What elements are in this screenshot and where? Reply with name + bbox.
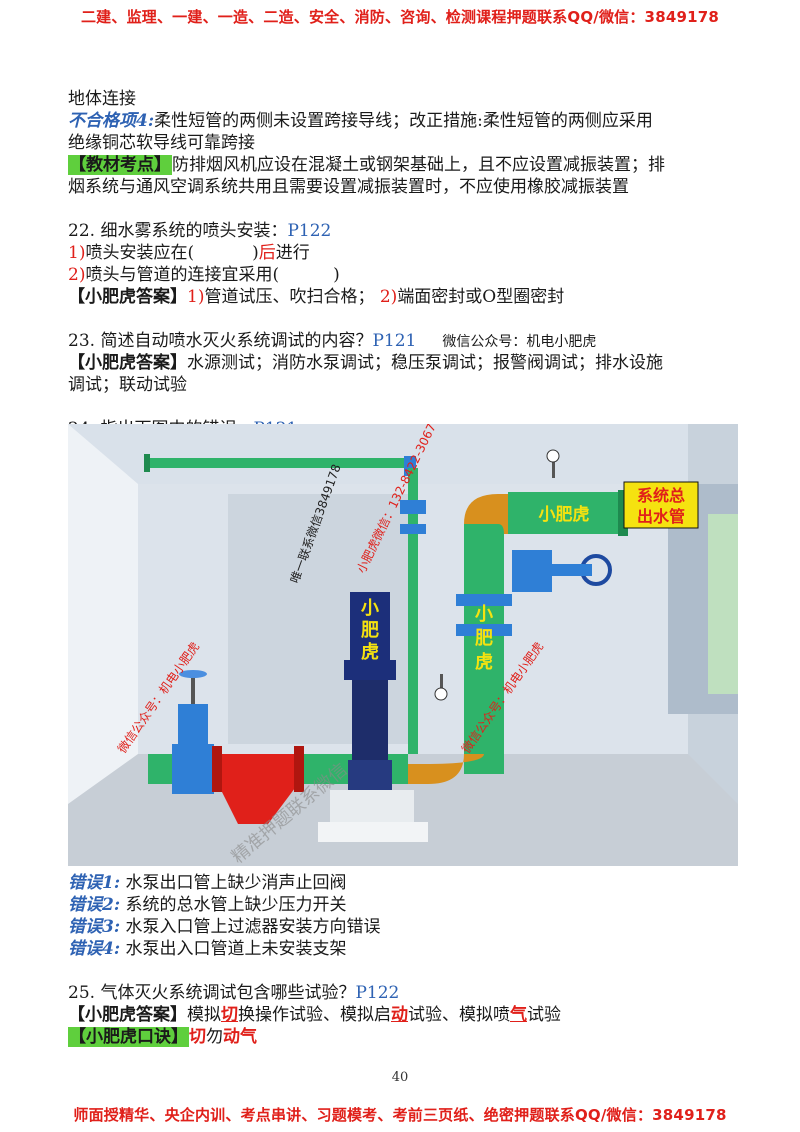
pump-label-2: 肥: [360, 620, 379, 641]
q23-answer-tag: 【小肥虎答案】: [68, 353, 187, 373]
pump-label-1: 小: [361, 598, 379, 619]
q25-title: 25. 气体灭火系统调试包含哪些试验？P122: [68, 982, 740, 1004]
textbook-line: 【教材考点】防排烟风机应设在混凝土或钢架基础上，且不应设置减振装置；排: [68, 154, 740, 176]
q23-answer: 【小肥虎答案】水源测试；消防水泵调试；稳压泵调试；报警阀调试；排水设施: [68, 352, 740, 374]
q25-answer-tag: 【小肥虎答案】: [68, 1005, 187, 1025]
page-number: 40: [391, 1070, 409, 1085]
q22-answer: 【小肥虎答案】1)管道试压、吹扫合格； 2)端面密封或O型圈密封: [68, 286, 740, 308]
error-4-label: 错误4:: [68, 939, 121, 959]
pump-label-3: 虎: [361, 641, 379, 663]
textbook-line2: 烟系统与通风空调系统共用且需要设置减振装置时，不应使用橡胶减振装置: [68, 177, 629, 197]
q22-title-text: 细水雾系统的喷头安装：: [100, 221, 288, 241]
error-3-text: 水泵入口管上过滤器安装方向错误: [125, 917, 381, 937]
item4-label: 不合格项4:: [68, 111, 155, 131]
mnemonic-2: 勿: [206, 1027, 223, 1047]
callout-line1: 系统总: [637, 486, 685, 505]
error-2: 错误2: 系统的总水管上缺少压力开关: [68, 894, 740, 916]
error-2-text: 系统的总水管上缺少压力开关: [125, 895, 347, 915]
q22-sub1-num: 1): [68, 243, 86, 263]
q25-key-1: 切: [221, 1005, 238, 1025]
q22-sub1-red: 后: [258, 243, 276, 263]
error-1: 错误1: 水泵出口管上缺少消声止回阀: [68, 872, 740, 894]
q25-key-2: 动: [391, 1005, 408, 1025]
q22-title: 22. 细水雾系统的喷头安装：P122: [68, 220, 740, 242]
q22-answer-tag: 【小肥虎答案】: [68, 287, 187, 307]
q22-ans1-num: 1): [187, 287, 205, 307]
error-4-text: 水泵出入口管道上未安装支架: [125, 939, 347, 959]
error-3-label: 错误3:: [68, 917, 121, 937]
q22-sub1-a: 喷头安装应在(: [85, 243, 195, 263]
q23-title: 23. 简述自动喷水灭火系统调试的内容？P121 微信公众号：机电小肥虎: [68, 330, 740, 352]
error-2-label: 错误2:: [68, 895, 121, 915]
q22-ans2-text: 端面密封或O型圈密封: [397, 287, 565, 307]
q22-sub2-num: 2): [68, 265, 86, 285]
q25-page-ref: P122: [355, 983, 400, 1003]
q25-title-text: 气体灭火系统调试包含哪些试验？: [100, 983, 356, 1003]
header-label: 小肥虎: [539, 505, 590, 525]
q23-wechat: 微信公众号：机电小肥虎: [442, 334, 597, 350]
q23-page-ref: P121: [372, 331, 417, 351]
q22-sub2-a: 喷头与管道的连接宜采用(: [85, 265, 280, 285]
bottom-banner: 师面授精华、央企内训、考点串讲、习题模考、考前三页纸、绝密押题联系QQ/微信：3…: [73, 1106, 727, 1124]
q25-answer-part2: 换操作试验、模拟启: [238, 1005, 391, 1025]
item4-line: 不合格项4:柔性短管的两侧未设置跨接导线；改正措施:柔性短管的两侧应采用: [68, 110, 740, 132]
q22-sub2: 2)喷头与管道的连接宜采用(): [68, 264, 740, 286]
q22-ans2-num: 2): [379, 287, 398, 307]
textbook-text: 防排烟风机应设在混凝土或钢架基础上，且不应设置减振装置；排: [172, 155, 665, 175]
q25-answer-part3: 试验、模拟喷: [408, 1005, 510, 1025]
riser-label-1: 小: [475, 604, 493, 625]
mnemonic-1: 切: [189, 1027, 206, 1047]
q23-title-text: 简述自动喷水灭火系统调试的内容？: [100, 331, 373, 351]
textbook-tag: 【教材考点】: [68, 155, 172, 175]
q25-mnemonic-tag: 【小肥虎口诀】: [68, 1027, 189, 1047]
q23-answer-line1: 水源测试；消防水泵调试；稳压泵调试；报警阀调试；排水设施: [187, 353, 663, 373]
q22-sub1-rest: 进行: [275, 243, 310, 263]
q25-answer: 【小肥虎答案】模拟切换操作试验、模拟启动试验、模拟喷气试验: [68, 1004, 740, 1026]
q24-errors: 错误1: 水泵出口管上缺少消声止回阀 错误2: 系统的总水管上缺少压力开关 错误…: [68, 872, 740, 1048]
error-3: 错误3: 水泵入口管上过滤器安装方向错误: [68, 916, 740, 938]
page-content: 地体连接 不合格项4:柔性短管的两侧未设置跨接导线；改正措施:柔性短管的两侧应采…: [68, 88, 740, 440]
q25-answer-part4: 试验: [527, 1005, 561, 1025]
q25-mnemonic: 【小肥虎口诀】切勿动气: [68, 1026, 740, 1048]
q23-number: 23.: [68, 331, 96, 351]
item4-line2: 绝缘铜芯软导线可靠跨接: [68, 133, 255, 153]
q25-key-3: 气: [510, 1005, 527, 1025]
q25-answer-part1: 模拟: [187, 1005, 221, 1025]
error-4: 错误4: 水泵出入口管道上未安装支架: [68, 938, 740, 960]
q23-answer-line2: 调试；联动试验: [68, 375, 187, 395]
q22-sub1: 1)喷头安装应在()后进行: [68, 243, 310, 263]
intro-line1: 地体连接: [68, 89, 136, 109]
pump-room-figure: 小 肥 虎 小 肥 虎 小肥虎 系统总 出水管 唯一联系微信3849178 小肥…: [68, 424, 738, 866]
error-1-text: 水泵出口管上缺少消声止回阀: [125, 873, 347, 893]
q25-number: 25.: [68, 983, 96, 1003]
top-banner: 二建、监理、一建、一造、二造、安全、消防、咨询、检测课程押题联系QQ/微信：38…: [80, 8, 720, 26]
error-1-label: 错误1:: [68, 873, 121, 893]
callout-line2: 出水管: [637, 507, 685, 526]
item4-text: 柔性短管的两侧未设置跨接导线；改正措施:柔性短管的两侧应采用: [154, 111, 653, 131]
q22-ans1-text: 管道试压、吹扫合格；: [204, 287, 375, 307]
q22-number: 22.: [68, 221, 96, 241]
q22-page-ref: P122: [287, 221, 332, 241]
riser-label-2: 肥: [474, 628, 493, 649]
pump-room-illustration: 小 肥 虎 小 肥 虎 小肥虎 系统总 出水管 唯一联系微信3849178 小肥…: [68, 424, 738, 866]
q22-sub2-b: ): [333, 265, 340, 285]
riser-label-3: 虎: [475, 651, 493, 673]
mnemonic-3: 动气: [223, 1027, 257, 1047]
